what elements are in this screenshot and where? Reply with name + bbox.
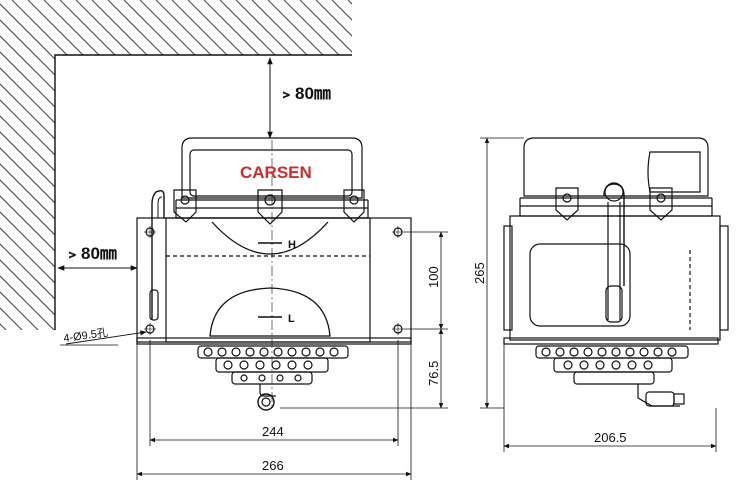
clearance-side: ﹥80㎜ xyxy=(57,244,138,271)
hole-note: 4-Ø9.5孔 xyxy=(60,326,147,346)
hatch-line xyxy=(0,0,81,330)
side-pipe-vertical xyxy=(603,183,625,286)
dim-base-outer-label: 266 xyxy=(262,458,284,473)
hatch-line xyxy=(0,0,33,330)
hatch-line xyxy=(171,0,352,330)
hatch-line xyxy=(364,0,704,340)
front-view xyxy=(136,137,412,411)
hatch-line xyxy=(0,0,273,330)
side-pipe xyxy=(151,189,165,320)
hatch-line xyxy=(0,0,129,330)
dimension-base-inner xyxy=(149,340,399,446)
clearance-top: ﹥80㎜ xyxy=(267,57,331,139)
hatch-line xyxy=(0,0,241,330)
hatch-line xyxy=(0,0,177,330)
dimension-lower-height xyxy=(280,328,448,409)
side-window xyxy=(529,243,631,327)
side-view xyxy=(503,137,729,407)
hatch-line xyxy=(315,0,352,330)
level-mark-high: H xyxy=(288,239,296,251)
dim-lower-height-label: 76.5 xyxy=(426,361,441,386)
lower-dome xyxy=(209,287,331,337)
clip-left xyxy=(173,189,197,223)
hole-note-label: 4-Ø9.5孔 xyxy=(63,326,109,345)
lid-outline xyxy=(181,137,363,199)
hatch-line xyxy=(27,0,352,330)
housing-body xyxy=(165,217,371,343)
wall-outline xyxy=(54,54,352,330)
dim-total-height-label: 265 xyxy=(472,262,487,284)
hatch-line xyxy=(0,0,65,330)
hatch-line xyxy=(187,0,352,330)
clearance-side-label: ﹥80㎜ xyxy=(64,244,117,263)
hatch-line xyxy=(43,0,352,330)
hatch-line xyxy=(0,0,49,330)
lid-window xyxy=(189,149,353,197)
dimension-total-height xyxy=(480,137,524,409)
hatch-line xyxy=(299,0,352,330)
dimension-side-depth xyxy=(503,344,717,452)
clearance-top-label: ﹥80㎜ xyxy=(278,84,331,103)
side-lid xyxy=(523,137,709,197)
dimension-base-outer xyxy=(136,344,412,480)
brand-label: CARSEN xyxy=(240,163,312,182)
hatch-line xyxy=(0,0,97,330)
clip-right xyxy=(343,189,365,223)
hatch-line xyxy=(283,0,352,330)
hatch-line xyxy=(155,0,352,330)
hatch-line xyxy=(347,0,352,330)
hatch-line xyxy=(59,0,352,330)
dim-base-inner-label: 244 xyxy=(262,424,284,439)
level-mark-low: L xyxy=(288,313,295,325)
upper-dome xyxy=(211,221,329,255)
hatch-line xyxy=(267,0,352,330)
dim-side-depth-label: 206.5 xyxy=(594,430,627,445)
hatch-line xyxy=(0,0,161,330)
mounting-flange xyxy=(136,217,412,343)
connector-cluster xyxy=(197,345,349,411)
dim-mount-spacing-label: 100 xyxy=(426,266,441,288)
